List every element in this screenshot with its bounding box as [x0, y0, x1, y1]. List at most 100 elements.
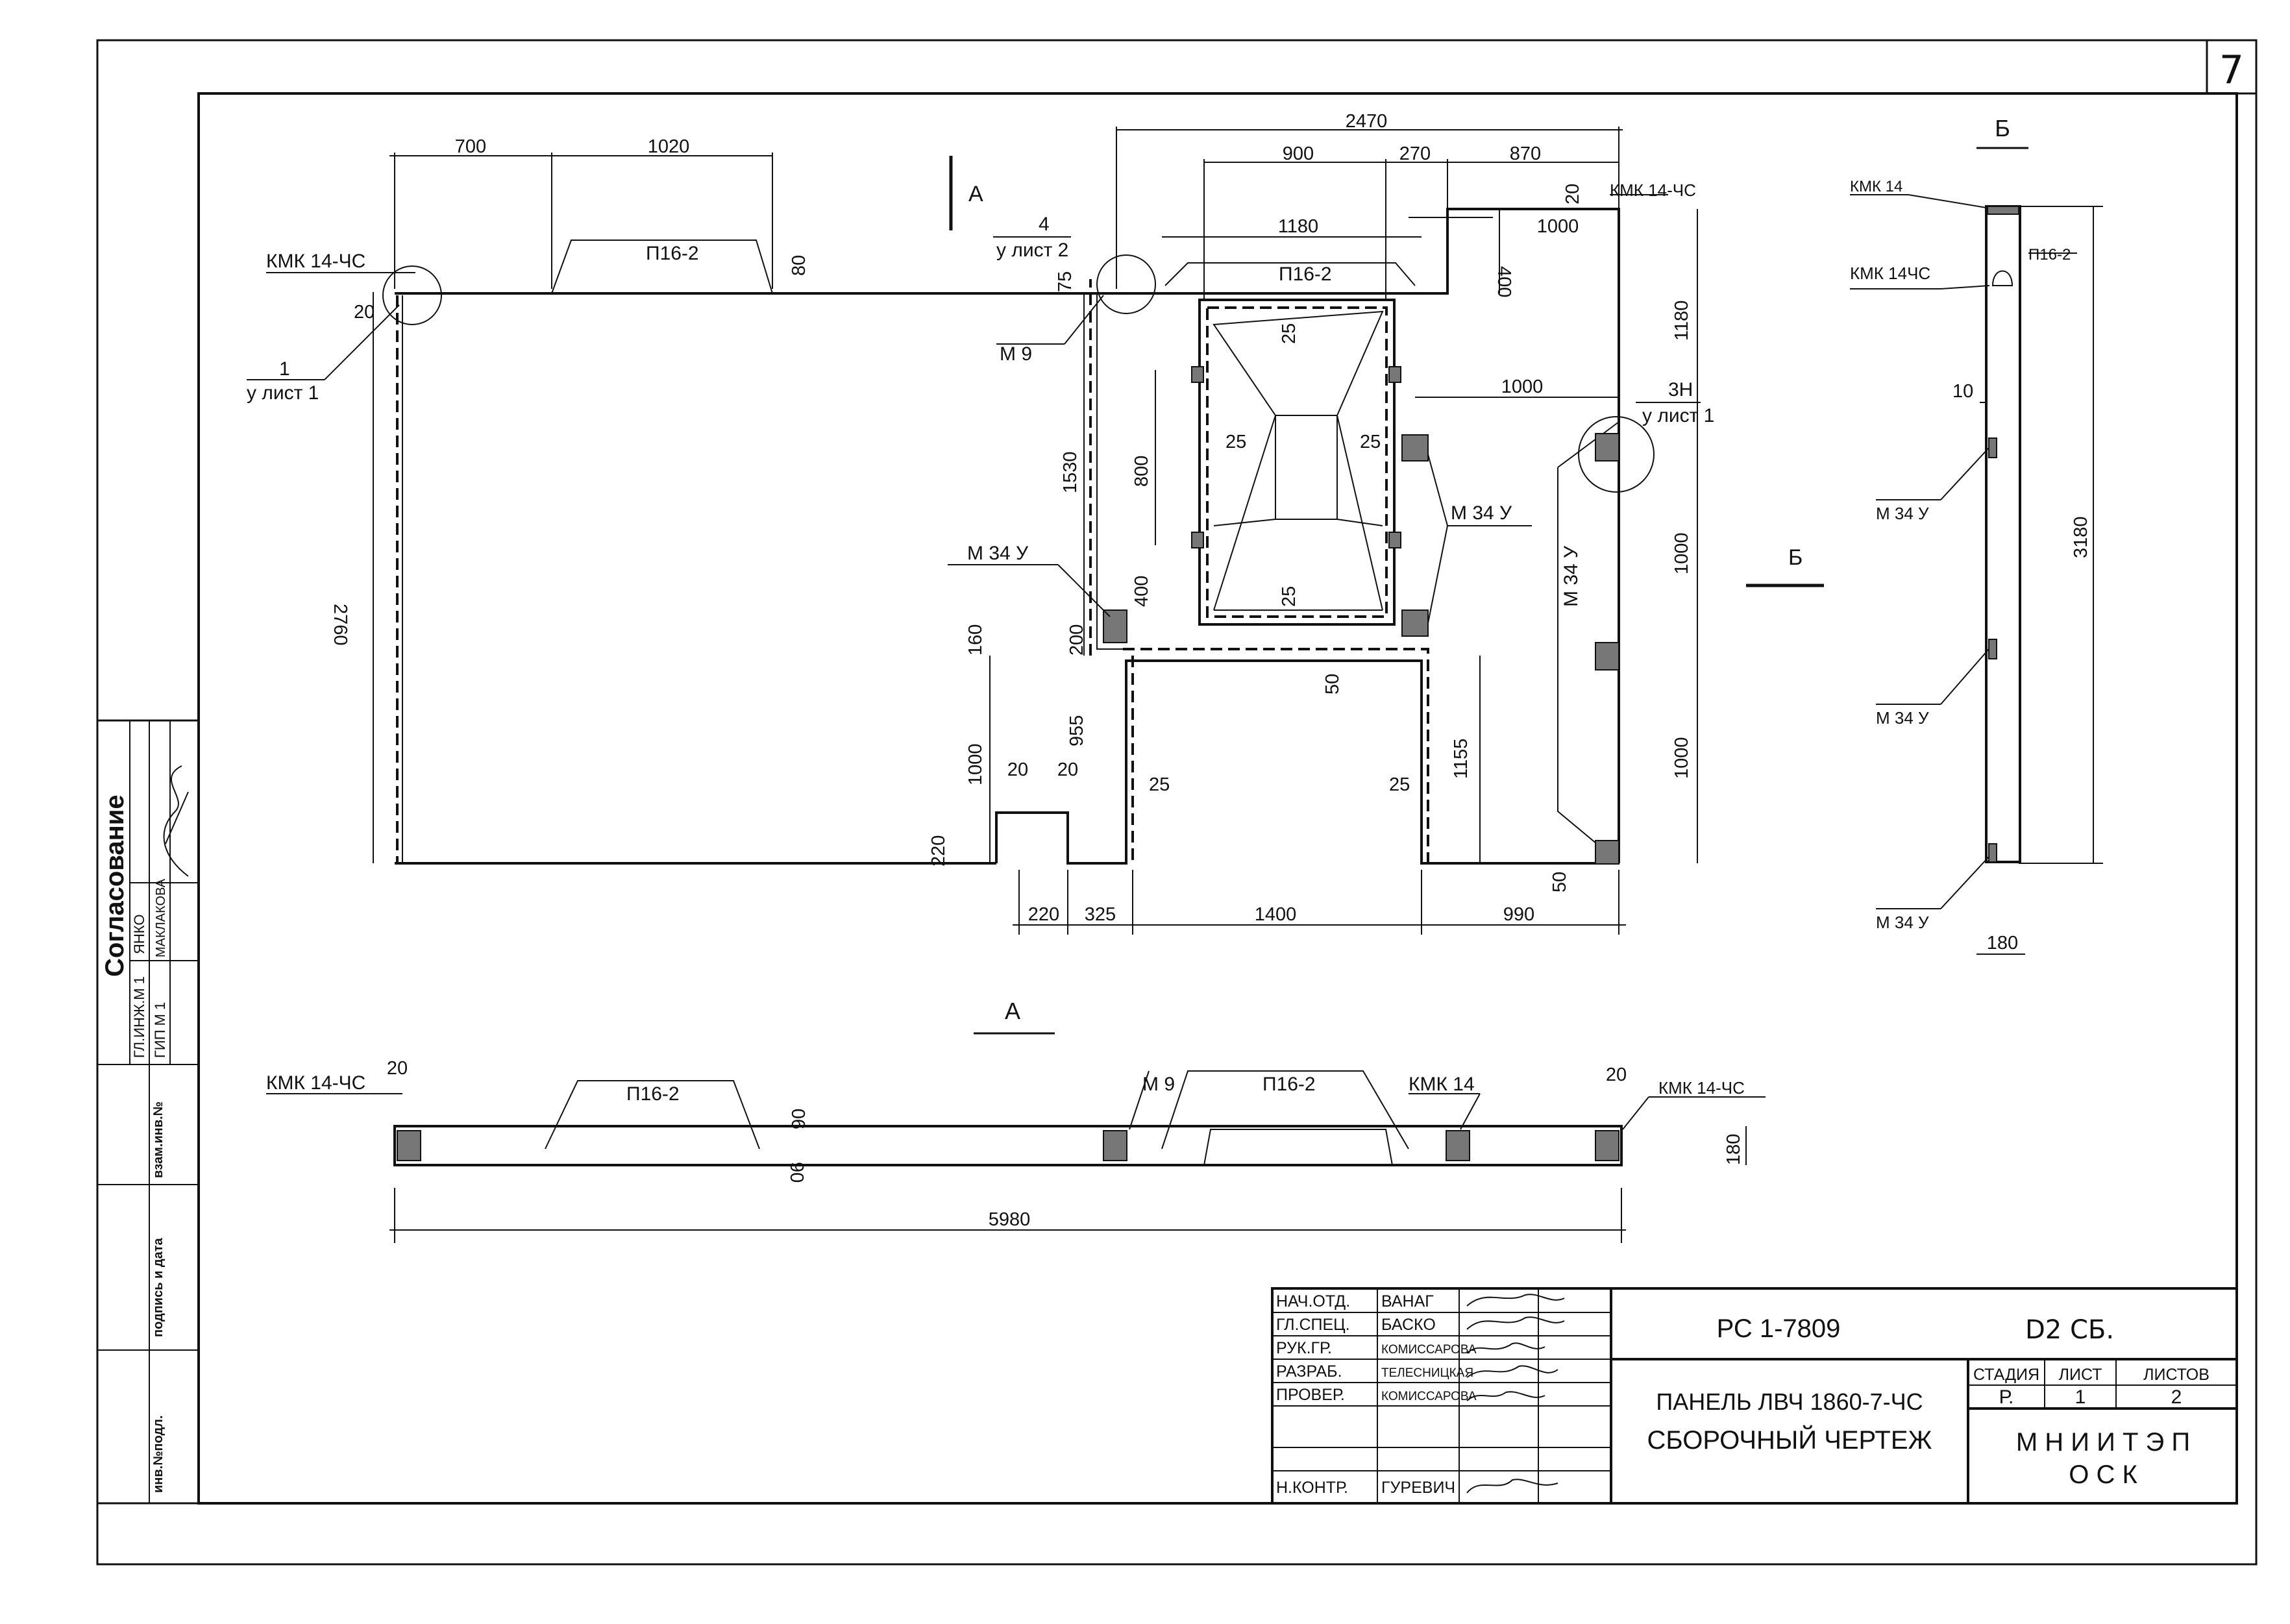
a-dim-90-top: 90 [789, 1109, 809, 1129]
label-kmk14chs-right: КМК 14-ЧС [1610, 180, 1696, 200]
dim-20-left: 20 [354, 302, 375, 323]
approval-role-1: ГЛ.ИНЖ.М 1 [131, 976, 147, 1058]
dim-2760: 2760 [330, 604, 351, 646]
dim-1000-right-1: 1000 [1671, 532, 1692, 574]
dim-1180-right: 1180 [1671, 301, 1692, 341]
p16-loop-left [551, 240, 773, 294]
dim-25-d: 25 [1360, 432, 1381, 452]
section-b-title: Б [1995, 115, 2010, 141]
tb-role-1: НАЧ.ОТД. [1276, 1292, 1350, 1310]
a-dim-5980: 5980 [989, 1209, 1031, 1230]
a-p16-left [545, 1080, 760, 1150]
dim-990: 990 [1503, 904, 1534, 925]
tb-name-2: БАСКО [1381, 1316, 1436, 1334]
dim-1000-top: 1000 [1537, 216, 1579, 237]
dim-1000-window: 1000 [1501, 376, 1544, 397]
tb-role-7: Н.КОНТР. [1276, 1479, 1348, 1497]
tb-name-4: ТЕЛЕСНИЦКАЯ [1381, 1366, 1473, 1380]
a-label-p16-right: П16-2 [1262, 1074, 1316, 1095]
a-p16-right [1161, 1070, 1409, 1150]
dim-20-top: 20 [1562, 184, 1583, 204]
tb-stage: Р. [1999, 1386, 2014, 1408]
dim-2470: 2470 [1346, 111, 1388, 132]
dim-50-b: 50 [1549, 872, 1570, 892]
window-diagonals [1213, 310, 1384, 611]
tb-sheet-header: ЛИСТ [2059, 1366, 2102, 1384]
dim-50: 50 [1322, 674, 1343, 695]
section-b-body [1985, 205, 2021, 863]
dim-75: 75 [1055, 271, 1076, 292]
section-a-view: А КМК 14-ЧС 20 П16-2 М 9 П16-2 КМК 14 20… [266, 998, 1766, 1243]
tb-name-1: ВАНАГ [1381, 1292, 1434, 1310]
label-node1-sheet: у лист 1 [247, 382, 319, 404]
section-b-view: Б КМК 14 КМК 14ЧС П16-2 10 М 34 У М 34 У… [1850, 115, 2103, 955]
tb-signatures [1466, 1294, 1565, 1494]
b-label-m34-a: М 34 У [1876, 504, 1929, 523]
b-dim-180: 180 [1987, 933, 2018, 953]
plate-m34-6 [1103, 609, 1127, 643]
a-dim-20-left: 20 [387, 1058, 408, 1079]
label-m34-right: М 34 У [1560, 545, 1582, 607]
tb-role-3: РУК.ГР. [1276, 1339, 1332, 1357]
label-kmk14chs-left: КМК 14-ЧС [266, 251, 365, 272]
dim-700: 700 [455, 136, 486, 157]
a-label-p16-left: П16-2 [626, 1083, 680, 1105]
tb-sheet: 1 [2075, 1386, 2086, 1408]
node-circle-4 [1096, 254, 1156, 314]
inner-frame [197, 92, 2238, 1505]
label-node4-num: 4 [1039, 214, 1050, 235]
dim-1180-top: 1180 [1278, 216, 1318, 237]
dim-400-mid: 400 [1131, 576, 1152, 607]
dim-400-top: 400 [1494, 266, 1514, 297]
label-m9: М 9 [1000, 343, 1032, 365]
tb-title-line1: ПАНЕЛЬ ЛВЧ 1860-7-ЧС [1656, 1388, 1923, 1415]
opening-inner-dashed [1089, 279, 1429, 863]
dim-800: 800 [1131, 456, 1152, 487]
tb-sheets: 2 [2171, 1386, 2182, 1408]
dim-1530: 1530 [1060, 451, 1081, 493]
section-a-body [393, 1125, 1623, 1166]
sheet-number-box: 7 [2206, 39, 2258, 95]
dim-20-b: 20 [1057, 759, 1078, 780]
a-label-kmk14: КМК 14 [1409, 1074, 1475, 1095]
a-label-m9: М 9 [1142, 1074, 1175, 1095]
a-dim-20-right: 20 [1606, 1064, 1627, 1085]
plate-m34-3 [1595, 433, 1619, 461]
node-circle-3n [1578, 416, 1655, 493]
p16-loop-right [1164, 262, 1416, 286]
tb-role-2: ГЛ.СПЕЦ. [1276, 1316, 1350, 1334]
plate-m34-5 [1595, 840, 1619, 865]
cell-inv-orig: инв.№подл. [151, 1415, 166, 1493]
plan-view: 700 1020 2470 900 270 870 1180 20 400 10… [247, 111, 1824, 935]
b-label-m34-c: М 34 У [1876, 913, 1929, 932]
dim-25-c: 25 [1225, 432, 1246, 452]
b-label-kmk14chs: КМК 14ЧС [1850, 264, 1930, 283]
tb-name-5: КОМИССАРОВА [1381, 1390, 1477, 1403]
tb-sheets-header: ЛИСТОВ [2143, 1366, 2210, 1384]
window-frame [1198, 299, 1396, 626]
dim-1000-lower: 1000 [965, 743, 986, 785]
top-dimensions [389, 127, 1623, 299]
tb-role-5: ПРОВЕР. [1276, 1386, 1345, 1404]
cell-replace-inv: взам.инв.№ [151, 1101, 166, 1178]
b-label-m34-b: М 34 У [1876, 708, 1929, 728]
dim-1400: 1400 [1255, 904, 1297, 925]
plate-m34-2 [1401, 609, 1429, 637]
approval-name-1: ЯНКО [131, 915, 147, 954]
label-node3n-num: 3Н [1668, 379, 1693, 400]
tb-code: РС 1-7809 [1717, 1314, 1841, 1343]
dim-160: 160 [965, 624, 986, 656]
plate-m34-4 [1595, 642, 1619, 671]
dim-325: 325 [1085, 904, 1116, 925]
b-label-kmk14: КМК 14 [1850, 178, 1902, 195]
a-label-kmk14chs-right: КМК 14-ЧС [1658, 1078, 1745, 1098]
approval-strip: Согласование ГЛ.ИНЖ.М 1 ЯНКО ГИП М 1 МАК… [96, 719, 200, 1505]
tb-code-suffix: D2 СБ. [2025, 1315, 2114, 1345]
dim-220-v: 220 [928, 835, 949, 867]
node-circle-1 [382, 265, 442, 325]
dim-955: 955 [1066, 715, 1087, 746]
tb-title-line2: СБОРОЧНЫЙ ЧЕРТЕЖ [1647, 1425, 1932, 1455]
label-p16-right: П16-2 [1279, 264, 1332, 285]
a-label-kmk14chs-left: КМК 14-ЧС [266, 1072, 365, 1094]
